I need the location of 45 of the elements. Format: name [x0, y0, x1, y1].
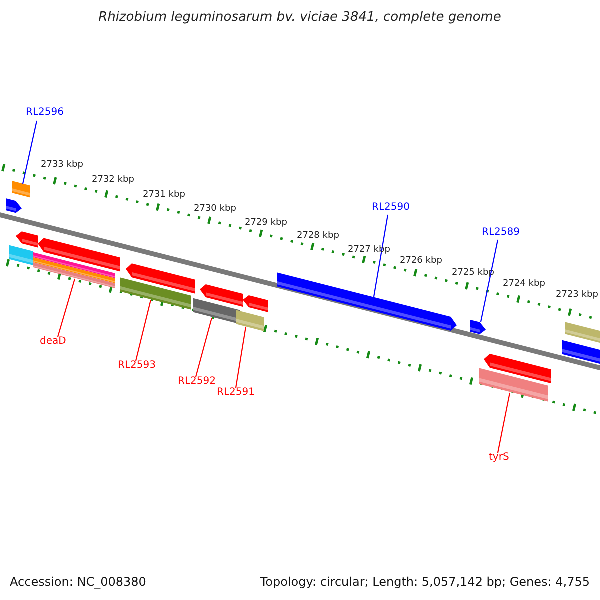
leader-line [22, 120, 38, 184]
leader-line [235, 326, 247, 388]
leader-line [57, 278, 76, 338]
gene-label: RL2592 [178, 377, 216, 387]
gene-feature [484, 354, 551, 384]
gene-feature [193, 298, 240, 324]
scale-label: 2724 kbp [503, 280, 546, 289]
footer-text: Topology: circular; Length: 5,057,142 bp; Genes: 4,755 [260, 576, 590, 588]
gene-feature [38, 238, 120, 272]
gene-feature [479, 368, 548, 402]
gene-label: RL2593 [118, 361, 156, 371]
gene-feature [12, 181, 30, 198]
gene-feature [565, 322, 600, 344]
leader-line [195, 318, 213, 378]
gene-feature [120, 278, 191, 310]
gene-feature [9, 245, 33, 266]
gene-label: RL2596 [26, 108, 64, 118]
leader-line [135, 300, 152, 362]
gene-feature [470, 320, 486, 334]
footer-text: Accession: NC_008380 [10, 576, 146, 588]
gene-feature [6, 198, 22, 214]
gene-label: RL2589 [482, 228, 520, 238]
leader-line [497, 392, 511, 454]
leader-line [373, 214, 389, 298]
scale-label: 2731 kbp [143, 191, 186, 200]
gene-feature [243, 296, 268, 312]
gene-feature [562, 340, 600, 366]
map-title: Rhizobium leguminosarum bv. viciae 3841, complete genome [98, 11, 502, 24]
scale-label: 2733 kbp [41, 161, 84, 170]
leader-line [480, 240, 499, 322]
gene-label: RL2590 [372, 203, 410, 213]
gene-label: tyrS [489, 453, 510, 463]
scale-label: 2732 kbp [92, 176, 134, 185]
gene-feature [33, 252, 115, 278]
gene-feature [236, 310, 264, 332]
gene-feature [126, 264, 195, 294]
scale-label: 2728 kbp [297, 232, 340, 241]
gene-label: RL2591 [217, 388, 255, 398]
gene-feature [16, 232, 38, 248]
scale-label: 2723 kbp [556, 291, 598, 300]
gene-feature [33, 257, 115, 284]
gene-feature [33, 262, 115, 288]
scale-label: 2730 kbp [194, 205, 236, 214]
scale-label: 2729 kbp [245, 219, 288, 228]
gene-label: deaD [40, 337, 66, 347]
